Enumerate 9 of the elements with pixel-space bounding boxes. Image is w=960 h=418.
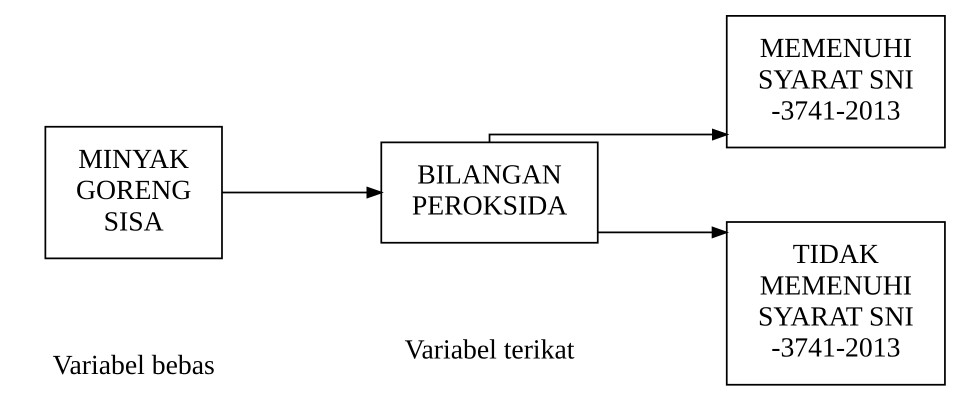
arrow [488,128,730,142]
node-label: Variabel bebas [52,349,215,380]
arrow [598,226,730,238]
node-label: Variabel terikat [404,333,574,364]
arrow [222,186,384,199]
node-box: MINYAK GORENG SISA [44,126,223,260]
node-box: TIDAK MEMENUHI SYARAT SNI-3741-2013 [726,221,946,386]
node-box: MEMENUHI SYARAT SNI-3741-2013 [726,15,946,148]
node-box: BILANGAN PEROKSIDA [380,141,599,244]
